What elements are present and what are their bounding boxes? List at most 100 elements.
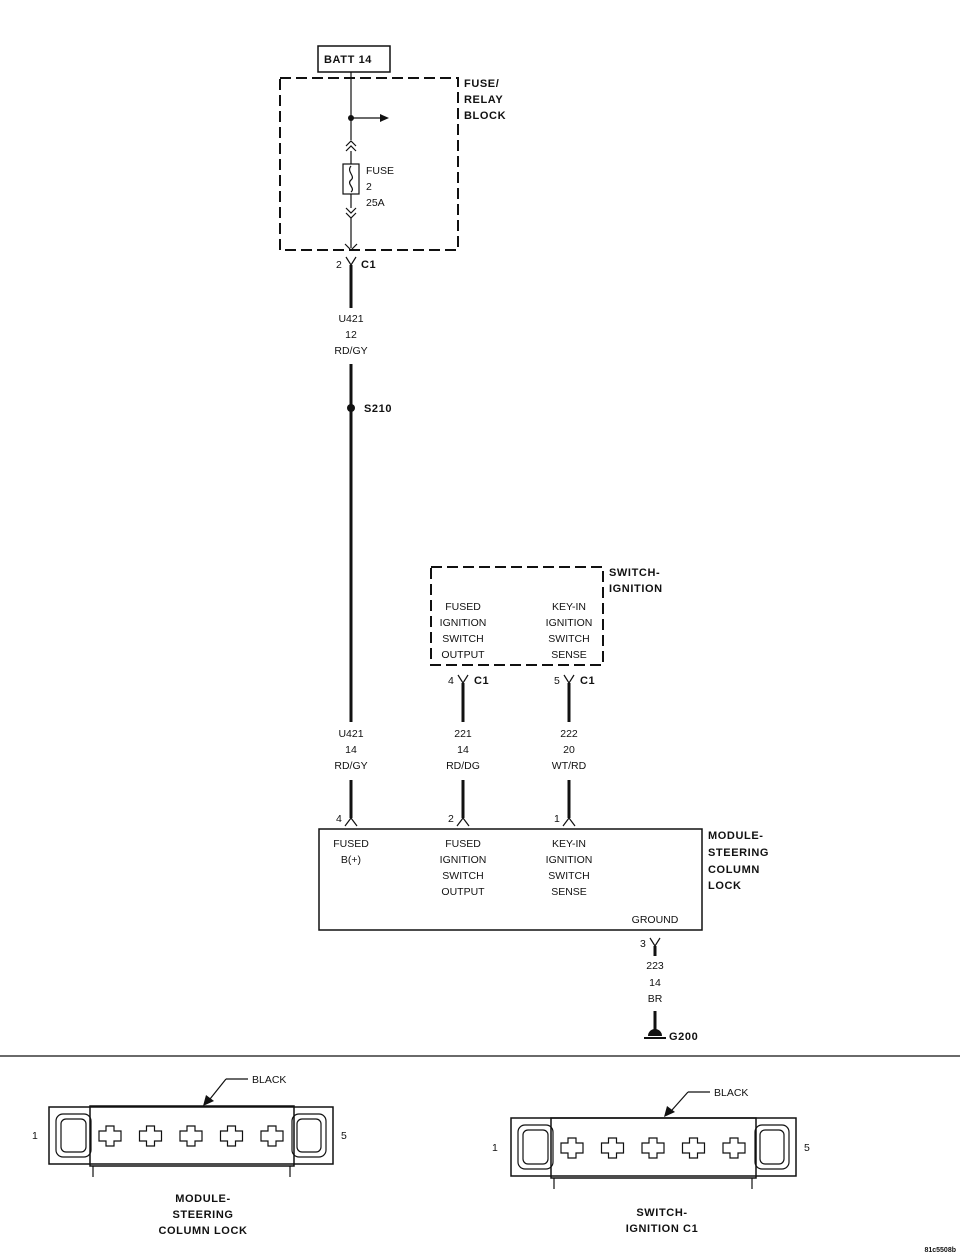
wire-1-color: RD/GY <box>334 760 367 772</box>
splice-label: S210 <box>364 403 392 415</box>
module-pin-2-icon <box>456 817 470 827</box>
switch-connector-left: C1 <box>474 675 489 687</box>
module-pin-1-icon <box>562 817 576 827</box>
module-col3-line-2: IGNITION <box>546 854 593 866</box>
connector-1-cavities <box>98 1125 284 1147</box>
connector-view-switch: BLACK 1 5 SWITCH- IGNITION C1 <box>492 1087 810 1235</box>
switch-connector-right: C1 <box>580 675 595 687</box>
connector-2-caption-2: IGNITION C1 <box>626 1223 699 1235</box>
ignition-switch-title-2: IGNITION <box>609 583 663 595</box>
connector-2-cavities <box>560 1137 746 1159</box>
switch-pin-4-icon <box>457 674 469 685</box>
module-pin-4-label: 4 <box>336 813 342 825</box>
wire-top-color: RD/GY <box>334 345 367 357</box>
module-pin-2-label: 2 <box>448 813 454 825</box>
module-col3-line-1: KEY-IN <box>552 838 586 850</box>
batt-label-box <box>317 45 391 73</box>
module-outline <box>318 828 703 931</box>
switch-pin-5-icon <box>563 674 575 685</box>
module-col3-line-3: SWITCH <box>548 870 589 882</box>
wire-1-gauge: 14 <box>345 744 357 756</box>
connector-1-right-latch <box>291 1113 327 1158</box>
connector-1-caption-1: MODULE- <box>175 1193 231 1205</box>
ground-pin-label: 3 <box>640 938 646 950</box>
connector-1-housing <box>48 1106 334 1165</box>
ground-icon <box>644 1029 666 1039</box>
connector-2-pin-last: 5 <box>804 1142 810 1154</box>
module-pin-1-label: 1 <box>554 813 560 825</box>
terminal-cavity-2 <box>600 1137 625 1159</box>
wire-2-gauge: 14 <box>457 744 469 756</box>
wire-1-circuit: U421 <box>338 728 363 740</box>
ground-wire-gauge: 14 <box>649 977 661 989</box>
switch-pin-right: 5 <box>554 675 560 687</box>
switch-left-line-3: SWITCH <box>442 633 483 645</box>
module-col2-line-3: SWITCH <box>442 870 483 882</box>
module-col2-line-2: IGNITION <box>440 854 487 866</box>
wire-3-circuit: 222 <box>560 728 578 740</box>
terminal-cavity-5 <box>260 1125 284 1147</box>
terminal-cavity-1 <box>98 1125 122 1147</box>
ignition-switch-title-1: SWITCH- <box>609 567 660 579</box>
wire-top-circuit: U421 <box>338 313 363 325</box>
branch-arrow-icon <box>380 114 389 122</box>
module-col3-line-4: SENSE <box>551 886 587 898</box>
fuse-block-outline <box>279 77 459 251</box>
terminal-cavity-2 <box>138 1125 163 1147</box>
terminal-cavity-4 <box>219 1125 244 1147</box>
module-col2-line-4: OUTPUT <box>441 886 485 898</box>
connector-2-caption-1: SWITCH- <box>636 1207 687 1219</box>
wire-2-circuit: 221 <box>454 728 472 740</box>
fuse-icon <box>342 163 360 195</box>
splice-s210-dot <box>347 404 355 412</box>
connector-1-left-latch <box>55 1113 92 1158</box>
wire-2-color: RD/DG <box>446 760 480 772</box>
callout-arrow-icon <box>203 1095 214 1106</box>
fuse-top-terminal-icon <box>345 140 357 147</box>
connector-1-pin-first: 1 <box>32 1130 38 1142</box>
switch-right-line-2: IGNITION <box>546 617 593 629</box>
fuse-rating: 25A <box>366 197 385 209</box>
steering-column-lock-module: MODULE- STEERING COLUMN LOCK FUSED B(+) … <box>318 828 769 931</box>
module-title-4: LOCK <box>708 880 742 892</box>
connector-2-housing <box>510 1117 797 1177</box>
module-title-2: STEERING <box>708 847 769 859</box>
ground-pin-icon <box>649 937 661 948</box>
module-col1-line-2: B(+) <box>341 854 361 866</box>
terminal-cavity-5 <box>722 1137 746 1159</box>
fuse-bottom-terminal-icon <box>345 207 357 214</box>
connector-view-1-color: BLACK <box>252 1074 286 1086</box>
switch-pin-left: 4 <box>448 675 454 687</box>
ignition-switch: SWITCH- IGNITION FUSED IGNITION SWITCH O… <box>430 566 663 666</box>
connector-2-left-latch <box>517 1124 554 1170</box>
callout-arrow-icon <box>664 1106 675 1117</box>
ground-label: G200 <box>669 1031 698 1043</box>
fuse-block-connector-c1: 2 C1 <box>336 256 376 271</box>
module-col2-line-1: FUSED <box>445 838 481 850</box>
switch-left-line-2: IGNITION <box>440 617 487 629</box>
module-pin-4-icon <box>344 817 358 827</box>
connector-name: C1 <box>361 259 376 271</box>
wire-3-gauge: 20 <box>563 744 575 756</box>
terminal-cavity-4 <box>681 1137 706 1159</box>
terminal-cavity-3 <box>641 1137 665 1159</box>
switch-right-line-3: SWITCH <box>548 633 589 645</box>
connector-view-2-color: BLACK <box>714 1087 748 1099</box>
fuse-label: FUSE <box>366 165 394 177</box>
switch-left-line-1: FUSED <box>445 601 481 613</box>
connector-2-body <box>550 1117 757 1179</box>
module-title-1: MODULE- <box>708 830 764 842</box>
connector-1-body <box>89 1105 295 1167</box>
figure-id: 81c5508b <box>924 1247 956 1254</box>
batt-label: BATT 14 <box>324 54 372 66</box>
module-title-3: COLUMN <box>708 864 760 876</box>
connector-1-caption-2: STEERING <box>172 1209 233 1221</box>
fuse-block-title-1: FUSE/ <box>464 78 499 90</box>
switch-left-line-4: OUTPUT <box>441 649 485 661</box>
wire-top-gauge: 12 <box>345 329 357 341</box>
wire-3-color: WT/RD <box>552 760 587 772</box>
module-ground-label: GROUND <box>632 914 679 926</box>
connector-pin-number: 2 <box>336 259 342 271</box>
ground-wire-color: BR <box>648 993 663 1005</box>
